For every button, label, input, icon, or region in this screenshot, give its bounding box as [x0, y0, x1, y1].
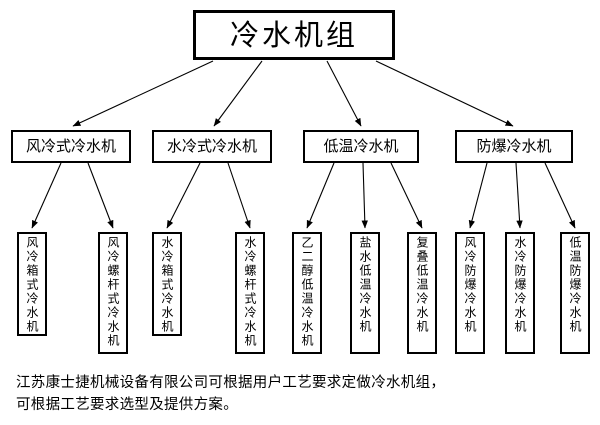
- edge-low-temp-children: [306, 162, 423, 229]
- edge-water-cooled-to-box-type: [166, 162, 201, 229]
- node-l3-air-cooled-explosion-proof-chiller-label: 风冷防爆冷水机: [463, 236, 477, 334]
- node-l3-water-cooled-screw-chiller[interactable]: 水冷螺杆式冷水机: [235, 232, 265, 354]
- caption-line-2: 可根据工艺要求选型及提供方案。: [16, 397, 238, 414]
- node-l2-water-cooled-chiller[interactable]: 水冷式冷水机: [152, 130, 272, 163]
- edge-explosion-proof-to-air-cooled: [468, 162, 488, 229]
- node-l3-cascade-low-temp-chiller-label: 复叠低温冷水机: [415, 236, 429, 334]
- edge-water-cooled-to-screw-type: [227, 162, 251, 229]
- edge-low-temp-to-brine: [361, 162, 368, 229]
- edge-root-to-air-cooled: [72, 60, 214, 127]
- node-l3-glycol-low-temp-chiller[interactable]: 乙二醇低温冷水机: [292, 232, 322, 354]
- node-l2-air-cooled-chiller-label: 风冷式冷水机: [25, 136, 116, 155]
- node-l3-brine-low-temp-chiller[interactable]: 盐水低温冷水机: [350, 232, 380, 354]
- caption-line-1: 江苏康士捷机械设备有限公司可根据用户工艺要求定做冷水机组，: [16, 375, 446, 391]
- edge-low-temp-to-glycol: [306, 162, 335, 229]
- node-l3-air-cooled-explosion-proof-chiller[interactable]: 风冷防爆冷水机: [455, 232, 485, 354]
- edge-explosion-proof-children: [468, 162, 576, 229]
- node-l2-explosion-proof-chiller[interactable]: 防爆冷水机: [455, 130, 573, 163]
- edge-air-cooled-to-screw-type: [87, 162, 114, 229]
- node-l3-brine-low-temp-chiller-label: 盐水低温冷水机: [358, 236, 372, 334]
- caption-text: 江苏康士捷机械设备有限公司可根据用户工艺要求定做冷水机组， 可根据工艺要求选型及…: [16, 372, 588, 417]
- edge-water-cooled-children: [166, 162, 251, 229]
- node-l3-low-temp-explosion-proof-chiller[interactable]: 低温防爆冷水机: [560, 232, 590, 354]
- edge-explosion-proof-to-water-cooled: [515, 162, 523, 229]
- edge-root-to-low-temp: [326, 60, 362, 127]
- node-l2-explosion-proof-chiller-label: 防爆冷水机: [476, 136, 552, 155]
- edge-low-temp-to-cascade: [390, 162, 423, 229]
- node-l3-air-cooled-screw-chiller-label: 风冷螺杆式冷水机: [106, 236, 120, 348]
- node-l3-cascade-low-temp-chiller[interactable]: 复叠低温冷水机: [407, 232, 437, 354]
- node-l2-air-cooled-chiller[interactable]: 风冷式冷水机: [11, 130, 131, 163]
- node-l3-low-temp-explosion-proof-chiller-label: 低温防爆冷水机: [568, 236, 582, 334]
- node-l3-water-cooled-screw-chiller-label: 水冷螺杆式冷水机: [243, 236, 257, 348]
- node-l2-low-temperature-chiller[interactable]: 低温冷水机: [303, 130, 419, 163]
- edge-air-cooled-children: [31, 162, 114, 229]
- node-root-chiller-unit[interactable]: 冷水机组: [193, 10, 395, 60]
- node-l3-water-cooled-box-type-chiller-label: 水冷箱式冷水机: [160, 236, 174, 334]
- edge-explosion-proof-to-low-temp: [544, 162, 576, 229]
- node-root-label: 冷水机组: [229, 17, 358, 52]
- edge-root-to-water-cooled: [213, 60, 263, 127]
- node-l3-air-cooled-screw-chiller[interactable]: 风冷螺杆式冷水机: [98, 232, 128, 354]
- node-l3-water-cooled-box-type-chiller[interactable]: 水冷箱式冷水机: [152, 232, 182, 336]
- node-l3-glycol-low-temp-chiller-label: 乙二醇低温冷水机: [300, 236, 314, 348]
- edge-root-to-level2-group: [72, 60, 514, 127]
- node-l3-air-cooled-box-type-chiller[interactable]: 风冷箱式冷水机: [17, 232, 47, 336]
- node-l2-low-temperature-chiller-label: 低温冷水机: [323, 136, 399, 155]
- node-l3-water-cooled-explosion-proof-chiller-label: 水冷防爆冷水机: [513, 236, 527, 334]
- node-l2-water-cooled-chiller-label: 水冷式冷水机: [166, 136, 257, 155]
- node-l3-water-cooled-explosion-proof-chiller[interactable]: 水冷防爆冷水机: [505, 232, 535, 354]
- edge-root-to-explosion-proof: [375, 60, 514, 127]
- edge-air-cooled-to-box-type: [31, 162, 62, 229]
- node-l3-air-cooled-box-type-chiller-label: 风冷箱式冷水机: [25, 236, 39, 334]
